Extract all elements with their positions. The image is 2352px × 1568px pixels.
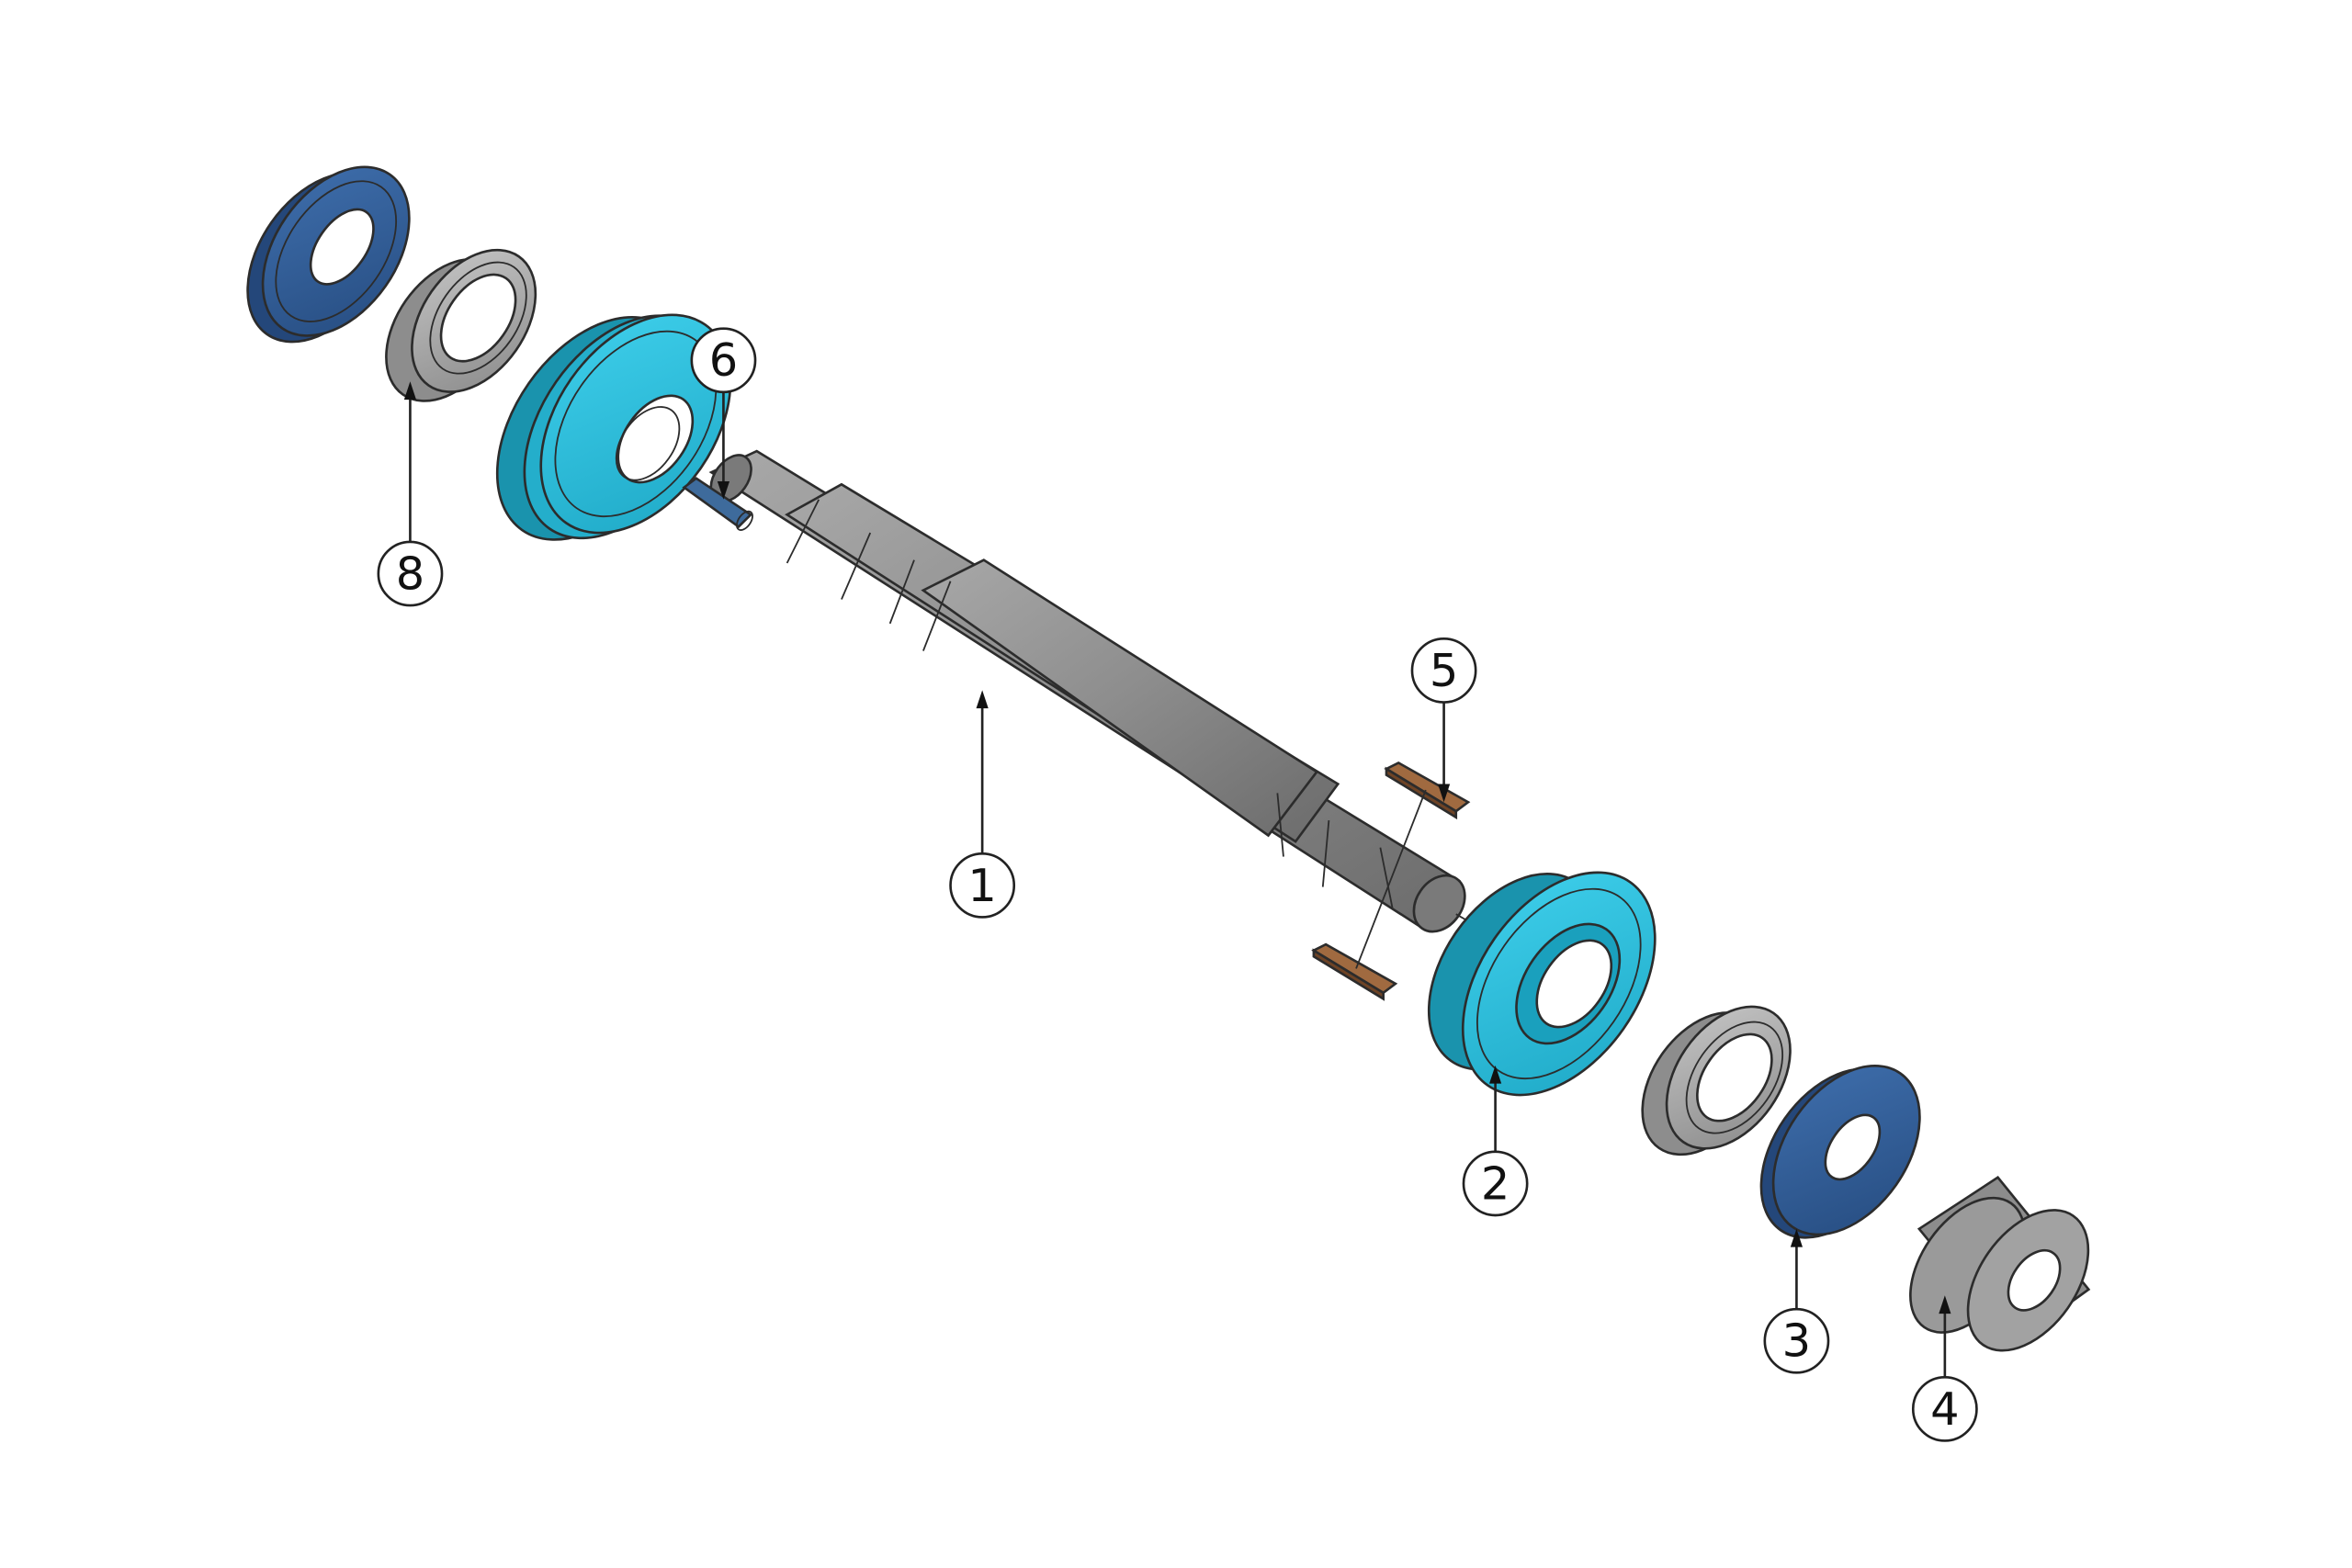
balloon-2-label: 2 bbox=[1481, 1156, 1510, 1210]
balloon-4-label: 4 bbox=[1930, 1382, 1959, 1436]
balloon-8-label: 8 bbox=[396, 547, 424, 601]
keys-part-5 bbox=[1311, 761, 1471, 1001]
shaft-key-upper bbox=[682, 477, 753, 531]
balloon-8: 8 bbox=[377, 381, 444, 607]
balloon-6-label: 6 bbox=[709, 333, 738, 387]
balloon-2: 2 bbox=[1462, 1065, 1529, 1217]
main-shaft bbox=[708, 449, 1478, 933]
balloon-5-label: 5 bbox=[1430, 644, 1458, 697]
balloon-3: 3 bbox=[1763, 1228, 1830, 1374]
end-cover-upper bbox=[246, 165, 411, 344]
bearing-upper bbox=[385, 248, 537, 402]
balloon-1: 1 bbox=[949, 690, 1016, 919]
bearing-housing-upper bbox=[495, 313, 732, 541]
balloon-4: 4 bbox=[1911, 1295, 1978, 1442]
balloon-1-label: 1 bbox=[967, 859, 996, 912]
bearing-housing-lower bbox=[1427, 871, 1657, 1097]
balloon-3-label: 3 bbox=[1782, 1314, 1811, 1368]
balloon-5: 5 bbox=[1410, 637, 1477, 803]
bearing-lower bbox=[1641, 1005, 1792, 1156]
balloon-6: 6 bbox=[690, 327, 757, 500]
coupling-sleeve bbox=[1909, 1176, 2091, 1352]
end-cover-lower bbox=[1759, 1065, 1921, 1239]
